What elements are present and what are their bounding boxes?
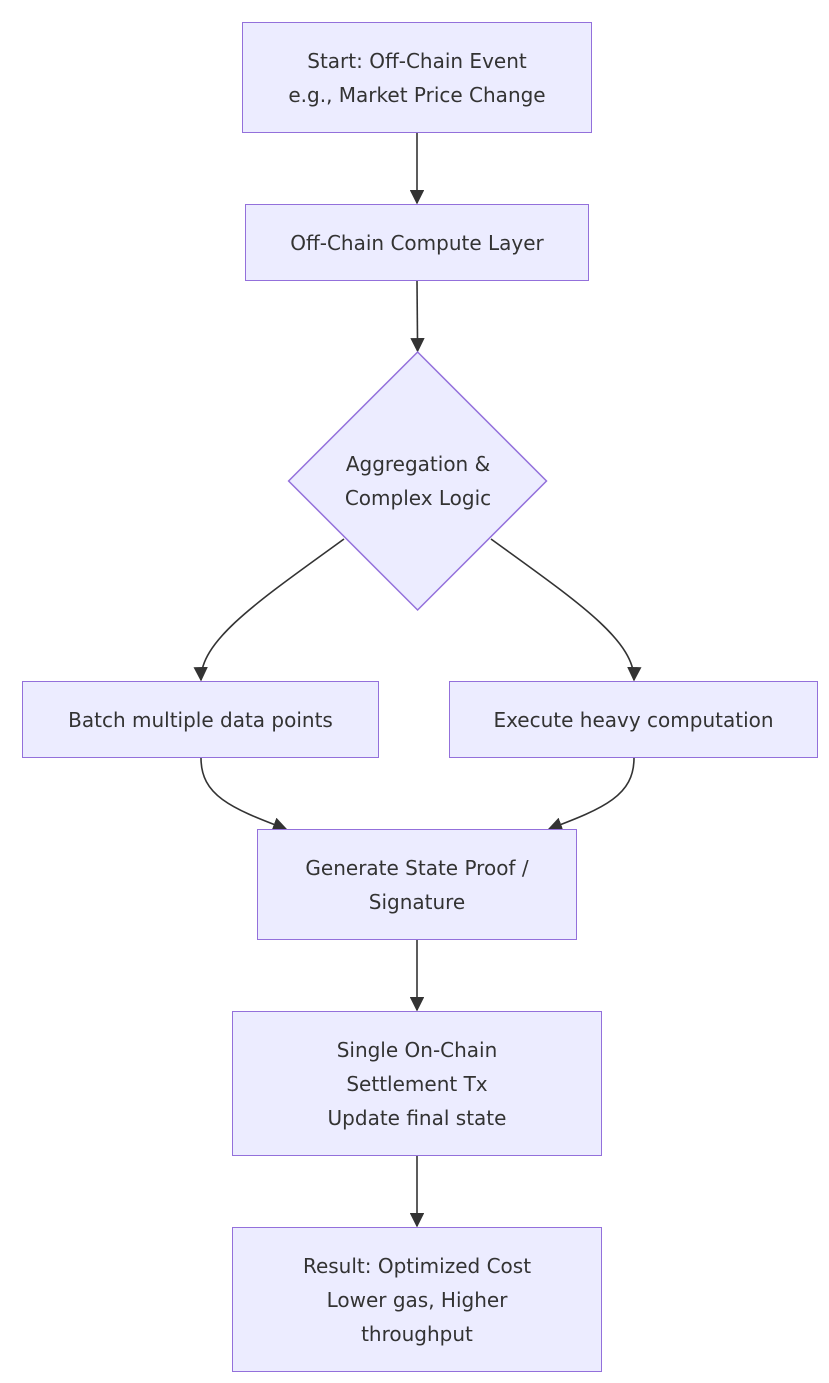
settlement-node-line-2: Settlement Tx: [346, 1071, 488, 1096]
result-node: Result: Optimized Cost Lower gas, Higher…: [232, 1227, 602, 1372]
result-node-line-2: Lower gas, Higher: [326, 1287, 508, 1312]
batch-node: Batch multiple data points: [22, 681, 379, 758]
edge-aggregation-to-batch: [193, 538, 345, 682]
aggregation-diamond-shape: [287, 350, 548, 612]
edge-execute-to-proof: [547, 757, 635, 832]
state-proof-node-line-1: Generate State Proof /: [305, 855, 529, 880]
result-node-line-1: Result: Optimized Cost: [302, 1253, 532, 1278]
settlement-node-line-1: Single On-Chain: [336, 1037, 498, 1062]
execute-node-label: Execute heavy computation: [493, 707, 774, 732]
aggregation-node-line-2: Complex Logic: [344, 486, 492, 510]
edge-batch-to-proof: [200, 757, 288, 832]
aggregation-node-line-1: Aggregation &: [345, 452, 491, 476]
batch-node-label: Batch multiple data points: [68, 707, 333, 732]
edge-compute-to-aggregation: [410, 280, 425, 353]
execute-node: Execute heavy computation: [449, 681, 818, 758]
compute-layer-node-label: Off-Chain Compute Layer: [290, 230, 544, 255]
state-proof-node: Generate State Proof / Signature: [257, 829, 577, 940]
start-node-line-2: e.g., Market Price Change: [288, 82, 546, 107]
compute-layer-node: Off-Chain Compute Layer: [245, 204, 589, 281]
settlement-node: Single On-Chain Settlement Tx Update fin…: [232, 1011, 602, 1156]
state-proof-node-line-2: Signature: [368, 889, 466, 914]
settlement-node-line-3: Update final state: [327, 1105, 507, 1130]
edge-aggregation-to-execute: [490, 538, 642, 682]
aggregation-decision-node: Aggregation & Complex Logic: [318, 431, 518, 531]
start-node: Start: Off-Chain Event e.g., Market Pric…: [242, 22, 592, 133]
start-node-line-1: Start: Off-Chain Event: [307, 48, 527, 73]
result-node-line-3: throughput: [361, 1321, 473, 1346]
